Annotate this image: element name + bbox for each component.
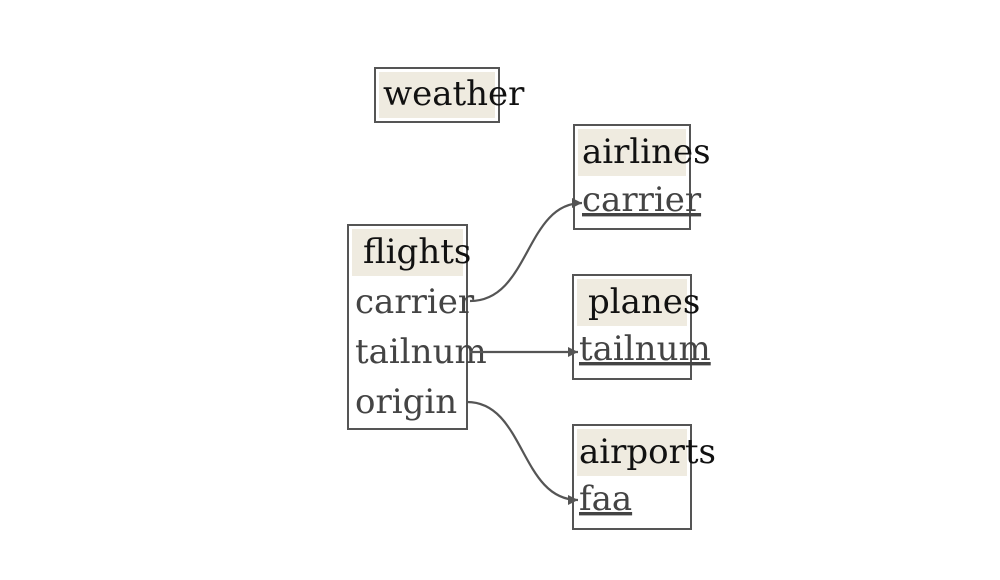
flights-column-tailnum: tailnum xyxy=(355,332,487,372)
table-weather-title: weather xyxy=(383,74,525,114)
table-flights[interactable]: flights carrier tailnum origin xyxy=(347,224,487,430)
table-airports-title: airports xyxy=(579,432,716,472)
table-flights-header xyxy=(352,229,463,276)
edge-carrier xyxy=(469,198,583,303)
table-airlines-title: airlines xyxy=(582,132,711,172)
table-airlines-header xyxy=(578,129,686,176)
table-airlines[interactable]: airlines carrier xyxy=(573,124,711,230)
table-airports-header xyxy=(577,429,687,476)
table-flights-title: flights xyxy=(363,232,471,272)
flights-column-carrier: carrier xyxy=(355,282,475,322)
table-planes[interactable]: planes tailnum xyxy=(572,274,711,380)
airports-column-faa: faa xyxy=(579,479,632,519)
table-airports[interactable]: airports faa xyxy=(572,424,716,530)
table-weather-header xyxy=(379,72,495,118)
table-planes-header xyxy=(577,279,687,326)
planes-column-tailnum: tailnum xyxy=(579,329,711,369)
table-planes-title: planes xyxy=(588,282,700,322)
edge-origin xyxy=(466,400,579,505)
flights-column-origin: origin xyxy=(355,382,457,422)
table-weather[interactable]: weather xyxy=(374,67,525,123)
airlines-column-carrier: carrier xyxy=(582,180,702,220)
